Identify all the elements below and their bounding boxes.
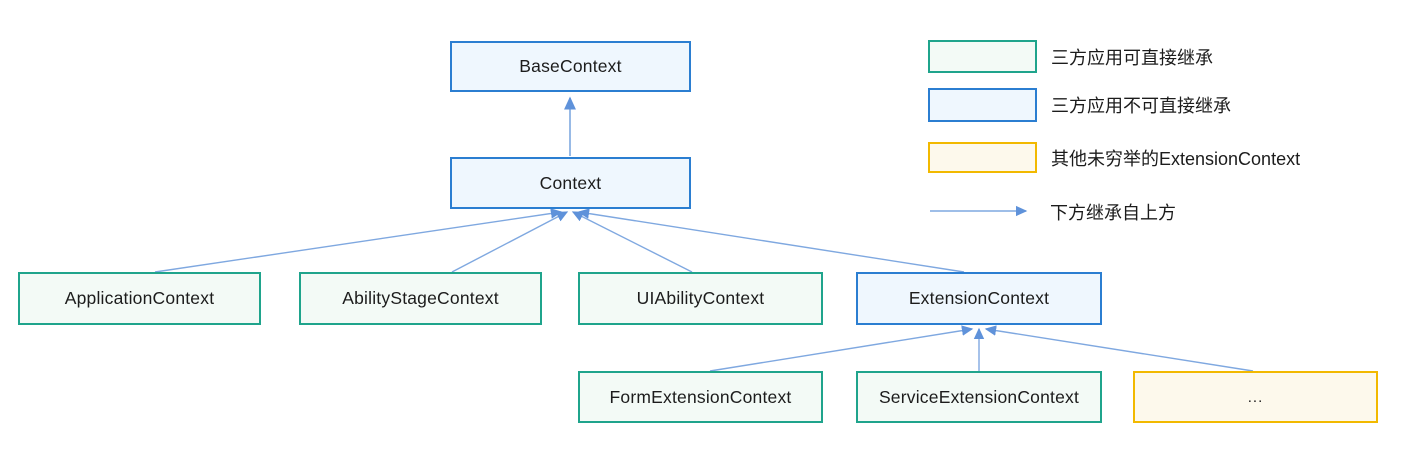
node-service-extension-context: ServiceExtensionContext bbox=[856, 371, 1102, 423]
edge-formextensioncontext-extensioncontext bbox=[709, 325, 974, 372]
edge-otherextensioncontexts-extensioncontext bbox=[984, 325, 1254, 372]
node-application-context: ApplicationContext bbox=[18, 272, 261, 325]
node-label: ApplicationContext bbox=[64, 288, 215, 308]
node-label: UIAbilityContext bbox=[636, 288, 765, 308]
node-label: AbilityStageContext bbox=[342, 288, 499, 308]
legend-swatch-not-inheritable bbox=[928, 88, 1037, 122]
node-other-extension-contexts: ... bbox=[1133, 371, 1378, 423]
legend-item-not-inheritable: 三方应用不可直接继承 bbox=[928, 88, 1231, 122]
edge-uiabilitycontext-context bbox=[571, 211, 693, 273]
legend-item-arrow-label: 下方继承自上方 bbox=[1050, 203, 1176, 223]
legend-swatch-inheritable bbox=[928, 40, 1037, 73]
legend-label: 其他未穷举的ExtensionContext bbox=[1051, 148, 1301, 169]
legend-swatch-other bbox=[928, 142, 1037, 173]
edge-extensioncontext-context bbox=[577, 208, 965, 273]
edge-applicationcontext-context bbox=[154, 208, 563, 273]
legend-item-inheritable: 三方应用可直接继承 bbox=[928, 40, 1213, 73]
legend-label: 三方应用不可直接继承 bbox=[1051, 96, 1231, 116]
node-uiability-context: UIAbilityContext bbox=[578, 272, 823, 325]
node-ability-stage-context: AbilityStageContext bbox=[299, 272, 542, 325]
node-label: ... bbox=[1247, 388, 1264, 406]
node-context: Context bbox=[450, 157, 691, 209]
edge-abilitystagecontext-context bbox=[451, 211, 569, 273]
node-extension-context: ExtensionContext bbox=[856, 272, 1102, 325]
node-label: Context bbox=[539, 172, 602, 193]
legend-item-other-extension: 其他未穷举的ExtensionContext bbox=[928, 142, 1300, 173]
node-label: ServiceExtensionContext bbox=[878, 386, 1080, 407]
node-label: FormExtensionContext bbox=[609, 386, 792, 407]
node-base-context: BaseContext bbox=[450, 41, 691, 92]
node-label: BaseContext bbox=[519, 56, 622, 76]
node-form-extension-context: FormExtensionContext bbox=[578, 371, 823, 423]
legend-label: 三方应用可直接继承 bbox=[1051, 47, 1213, 68]
node-label: ExtensionContext bbox=[908, 288, 1050, 308]
